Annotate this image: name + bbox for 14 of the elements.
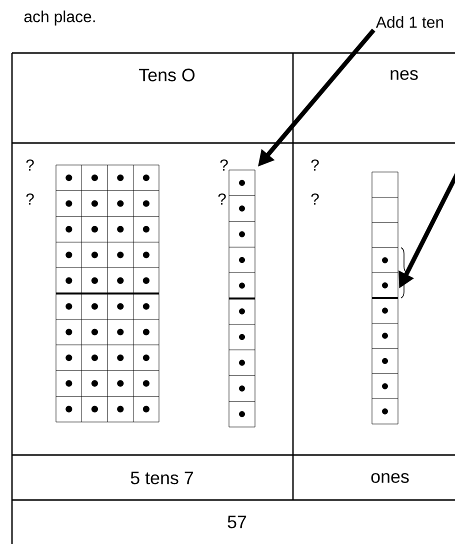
top-text: ach place. bbox=[24, 10, 95, 26]
table-cell: 57 bbox=[228, 516, 246, 528]
question-mark: ? bbox=[26, 159, 34, 171]
ones-rod-drawing bbox=[372, 172, 408, 424]
question-mark: ? bbox=[311, 159, 319, 171]
column-header: nes bbox=[390, 70, 418, 80]
table-cell: ones bbox=[371, 473, 409, 483]
question-mark: ? bbox=[311, 193, 319, 205]
ten-rod-drawing bbox=[228, 170, 256, 428]
arrow-label: Add 1 ten bbox=[376, 16, 444, 28]
table-cell: 5 tens 7 bbox=[130, 472, 193, 484]
question-mark: ? bbox=[26, 193, 34, 205]
column-header: Tens O bbox=[139, 68, 195, 82]
question-mark: ? bbox=[220, 159, 228, 171]
